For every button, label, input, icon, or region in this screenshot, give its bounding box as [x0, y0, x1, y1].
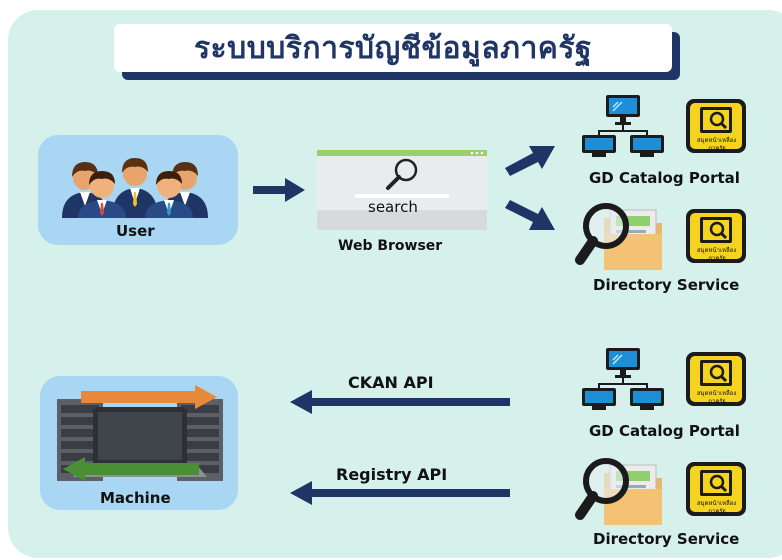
folder-magnifier-icon: [575, 203, 662, 270]
directory-service-label: Directory Service: [593, 530, 740, 548]
search-text: search: [368, 198, 418, 216]
book-caption: ภาครัฐ: [708, 145, 726, 152]
ckan-api-label: CKAN API: [348, 373, 434, 392]
arrow-left-icon: [290, 481, 510, 505]
book-caption: สมุดหน้าเหลือง: [697, 390, 737, 397]
network-computers-icon: [582, 95, 664, 157]
magnifier-icon: [386, 158, 418, 190]
gd-catalog-portal-label: GD Catalog Portal: [589, 169, 740, 187]
book-caption: สมุดหน้าเหลือง: [697, 247, 737, 254]
title-banner: ระบบบริการบัญชีข้อมูลภาครัฐ: [114, 24, 680, 80]
web-browser-window-icon: [317, 150, 487, 230]
users-group-icon: [62, 158, 208, 218]
gd-catalog-portal-label: GD Catalog Portal: [589, 422, 740, 440]
yellow-book-icon: [686, 99, 746, 153]
folder-magnifier-icon: [575, 458, 662, 525]
arrow-down-right-icon: [505, 200, 555, 230]
arrow-up-right-icon: [505, 146, 555, 176]
book-caption: สมุดหน้าเหลือง: [697, 137, 737, 144]
page-title: ระบบบริการบัญชีข้อมูลภาครัฐ: [114, 24, 672, 72]
arrow-right-icon: [253, 178, 305, 202]
web-browser-label: Web Browser: [338, 238, 443, 254]
book-caption: สมุดหน้าเหลือง: [697, 500, 737, 507]
network-computers-icon: [582, 348, 664, 410]
user-label: User: [116, 222, 155, 240]
yellow-book-icon: [686, 352, 746, 406]
arrow-left-icon: [290, 390, 510, 414]
yellow-book-icon: [686, 209, 746, 263]
server-laptop-icon: [57, 385, 223, 481]
yellow-book-icon: [686, 462, 746, 516]
book-caption: ภาครัฐ: [708, 508, 726, 515]
book-caption: ภาครัฐ: [708, 398, 726, 405]
machine-label: Machine: [100, 489, 171, 507]
book-caption: ภาครัฐ: [708, 255, 726, 262]
directory-service-label: Directory Service: [593, 276, 740, 294]
registry-api-label: Registry API: [336, 465, 448, 484]
